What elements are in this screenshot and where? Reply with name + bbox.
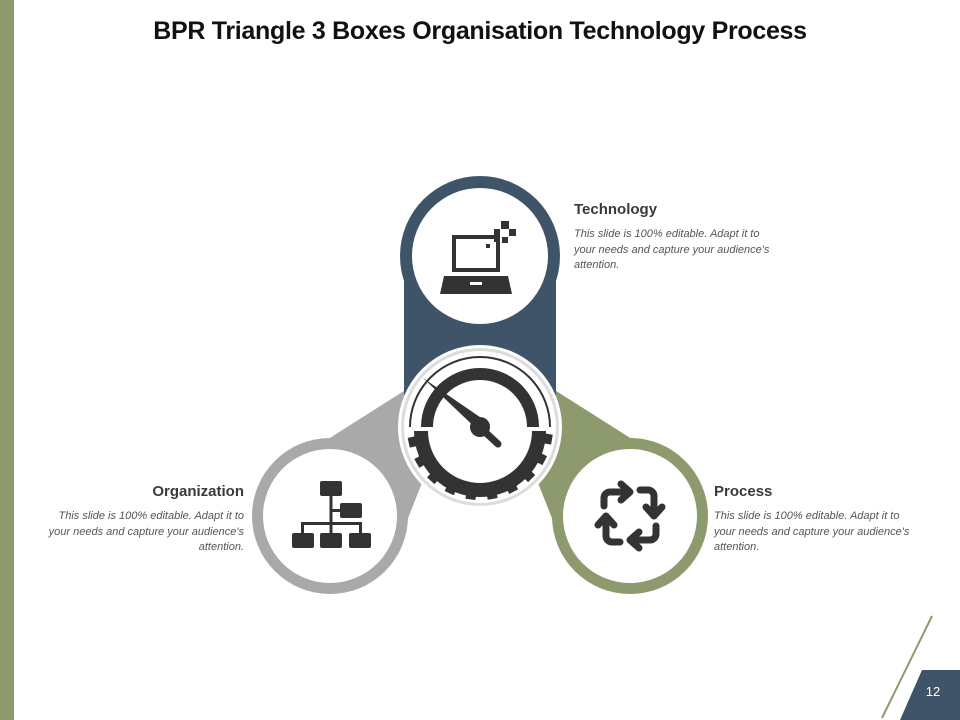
process-node <box>552 438 708 594</box>
process-description: This slide is 100% editable. Adapt it to… <box>714 510 910 553</box>
center-node <box>398 345 562 509</box>
laptop-icon <box>440 221 516 294</box>
page-number: 12 <box>925 684 941 699</box>
org-chart-icon <box>292 481 371 548</box>
technology-description: This slide is 100% editable. Adapt it to… <box>574 228 770 271</box>
page-number-box <box>900 670 960 720</box>
technology-node <box>400 176 560 336</box>
slide-title: BPR Triangle 3 Boxes Organisation Techno… <box>153 17 807 45</box>
organization-description: This slide is 100% editable. Adapt it to… <box>48 510 244 553</box>
organization-text-block: Organization This slide is 100% editable… <box>44 483 244 556</box>
gauge-gear-icon <box>407 356 553 501</box>
technology-text-block: Technology This slide is 100% editable. … <box>574 201 774 274</box>
organization-heading: Organization <box>152 483 244 500</box>
organization-node <box>252 438 408 594</box>
process-heading: Process <box>714 483 773 500</box>
corner-decoration <box>881 615 960 720</box>
recycle-arrows-icon <box>594 480 666 552</box>
process-text-block: Process This slide is 100% editable. Ada… <box>714 483 914 556</box>
technology-heading: Technology <box>574 201 658 218</box>
left-accent-bar <box>0 0 14 720</box>
